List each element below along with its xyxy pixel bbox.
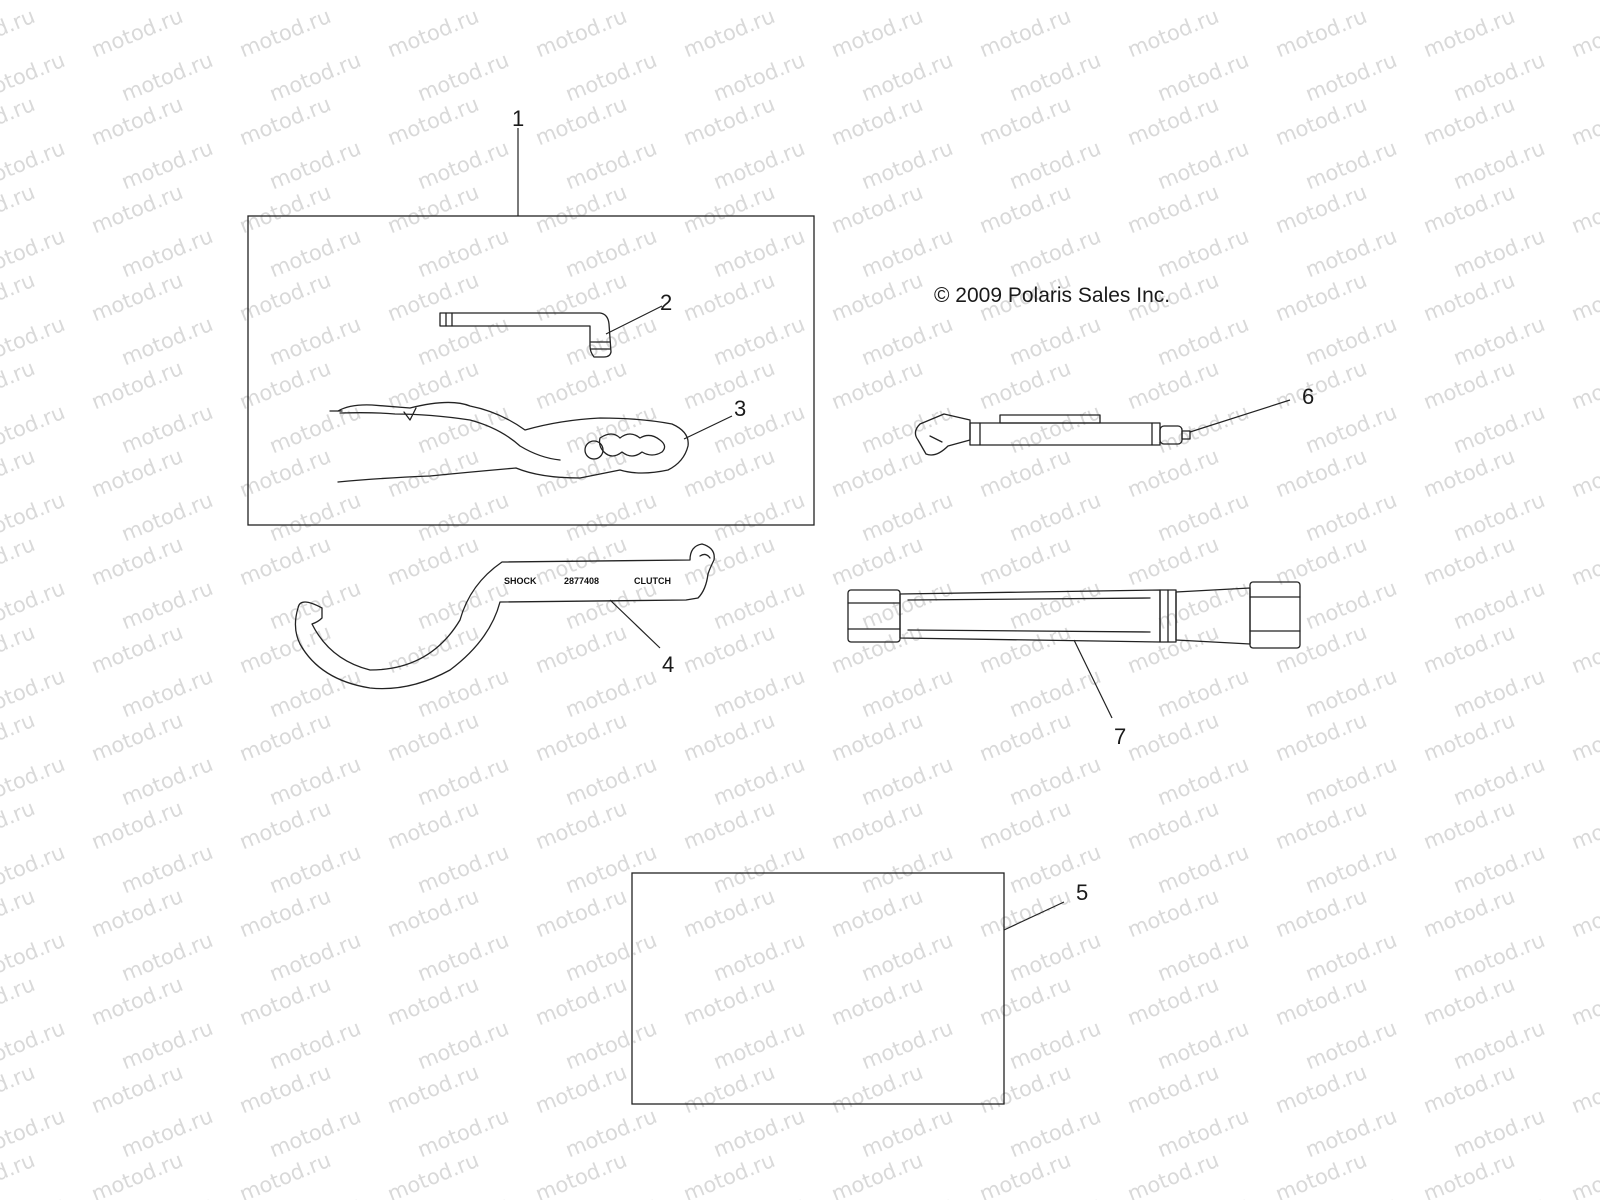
callout-1: 1: [512, 106, 524, 131]
leader-4: [609, 599, 661, 649]
manual-drawing: [631, 872, 1005, 1105]
spanner-stamp-shock: SHOCK: [504, 576, 537, 586]
leader-3: [683, 415, 733, 440]
leader-7: [1073, 639, 1113, 719]
callout-4: 4: [662, 652, 674, 677]
pliers-drawing: [329, 401, 689, 483]
callout-3: 3: [734, 396, 746, 421]
callout-2: 2: [660, 290, 672, 315]
spanner-stamp-part-number: 2877408: [564, 576, 599, 586]
spark-plug-socket-drawing: [847, 581, 1301, 649]
leader-5: [1003, 901, 1065, 931]
tool-kit-frame: [247, 215, 815, 526]
spanner-wrench-drawing: [294, 543, 715, 690]
callout-5: 5: [1076, 880, 1088, 905]
spanner-stamp-clutch: CLUTCH: [634, 576, 671, 586]
callout-7: 7: [1114, 724, 1126, 749]
tire-gauge-drawing: [914, 413, 1191, 456]
leader-2: [605, 305, 663, 335]
callout-6: 6: [1302, 384, 1314, 409]
hex-key-drawing: [439, 312, 612, 358]
leader-6: [1189, 399, 1291, 433]
copyright-text: © 2009 Polaris Sales Inc.: [934, 284, 1170, 307]
